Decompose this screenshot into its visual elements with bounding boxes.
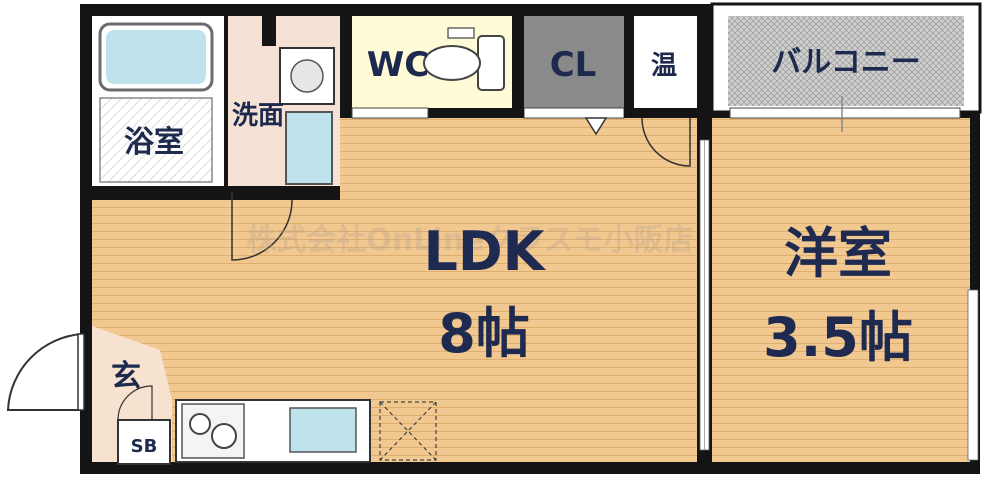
washroom-door-swing [231, 192, 293, 261]
bathtub-inner [106, 30, 206, 84]
stove-burner-icon [189, 413, 211, 435]
label-balcony: バルコニー [771, 45, 920, 80]
label-shoe-box: SB [131, 436, 158, 457]
entrance-door-leaf [77, 333, 85, 411]
label-wc: WC [367, 45, 429, 85]
vanity-sink [285, 111, 333, 185]
closet-door-marker-icon [584, 117, 608, 136]
toilet-bowl-icon [423, 45, 481, 81]
label-western-room-size: 3.5帖 [763, 306, 913, 369]
wall-bath-wash [224, 16, 228, 192]
kitchen-sink [289, 407, 357, 453]
label-closet: CL [550, 45, 597, 85]
label-bath: 浴室 [124, 125, 184, 160]
bath-wash-area [99, 97, 213, 183]
label-water-heater: 温 [651, 51, 677, 81]
toilet-tank [477, 35, 505, 91]
balcony-floor [728, 16, 964, 106]
entrance-door-swing [6, 332, 83, 411]
water-heater-door-swing [641, 117, 691, 167]
washroom-wall-inner [262, 16, 276, 46]
watermark: 株式会社OnLineクラスモ小阪店 [246, 223, 693, 258]
label-entrance: 玄 [111, 359, 141, 394]
stove-burner-icon [211, 423, 237, 449]
shoe-box [117, 419, 171, 465]
label-ldk-size: 8帖 [438, 302, 530, 365]
wall-wc-closet [512, 16, 524, 118]
label-ldk: LDK [423, 220, 546, 283]
closet-floor [524, 16, 624, 108]
label-washroom: 洗面 [232, 101, 284, 131]
label-western-room: 洋室 [784, 222, 892, 285]
ldk-floor-upper [340, 118, 697, 208]
fridge-space [379, 401, 437, 461]
balcony-sash [729, 107, 961, 119]
wall-wash-bottom [92, 186, 340, 200]
wall-closet-heater [624, 16, 634, 118]
right-window [967, 289, 979, 461]
water-heater-area [634, 16, 698, 108]
toilet-paper-holder [447, 27, 475, 39]
wc-door-track [351, 107, 429, 119]
closet-door [523, 107, 625, 119]
shoe-box-door-swing [117, 385, 153, 421]
washing-machine-drum-icon [290, 59, 324, 93]
western-room-floor [712, 118, 970, 462]
